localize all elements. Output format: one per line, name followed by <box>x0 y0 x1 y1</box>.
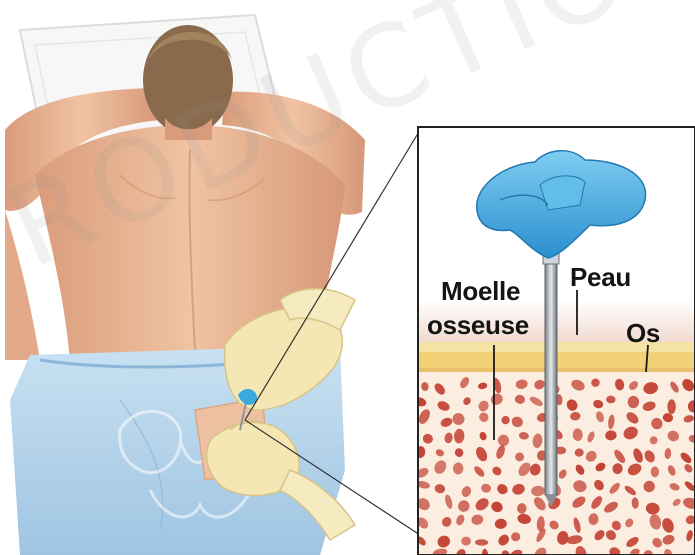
label-marrow-line1: Moelle <box>441 276 520 306</box>
label-skin: Peau <box>570 262 631 292</box>
marrow-cell <box>667 399 675 414</box>
label-marrow-line2: osseuse <box>427 310 529 340</box>
label-bone: Os <box>626 318 660 348</box>
